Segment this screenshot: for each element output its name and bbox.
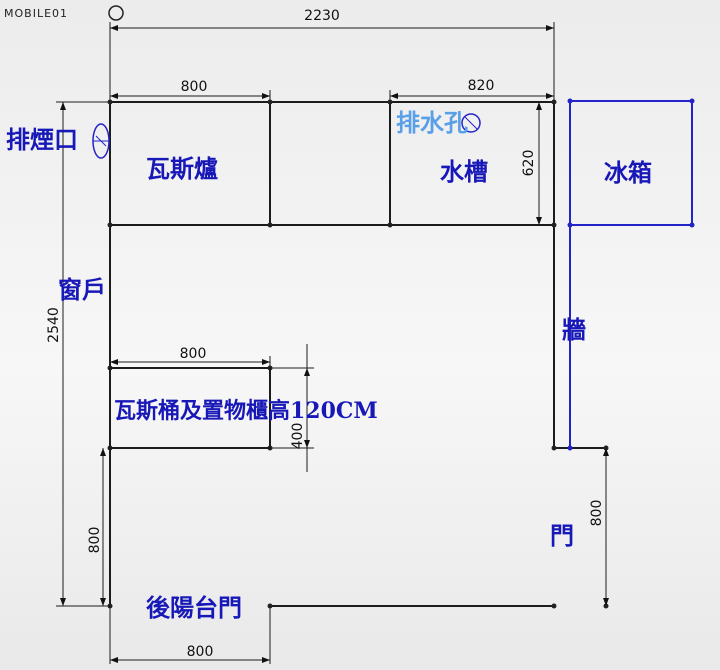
dim-door-text: 800: [589, 500, 605, 527]
dim-bottom-opening-text: 800: [187, 644, 214, 660]
label-sink: 水槽: [440, 157, 488, 186]
dim-total-depth-text: 2540: [46, 307, 62, 343]
watermark-logo: MOBILE01: [4, 5, 124, 21]
dim-stove-width: 800: [110, 79, 271, 102]
label-window: 窗戶: [58, 275, 106, 304]
dim-cabinet-depth-text: 400: [290, 423, 306, 450]
label-stove: 瓦斯爐: [146, 154, 218, 183]
label-wall: 牆: [562, 315, 586, 344]
dim-door: 800: [589, 448, 609, 606]
dim-cabinet-width-text: 800: [180, 346, 207, 362]
dim-sink-width: 820: [389, 78, 554, 102]
label-fridge: 冰箱: [604, 158, 652, 187]
exhaust-icon: [92, 123, 110, 159]
dim-counter-depth-text: 620: [521, 150, 537, 177]
watermark-text: MOBILE01: [4, 7, 68, 20]
logo-circle-icon: [108, 5, 124, 21]
label-cabinet: 瓦斯桶及置物櫃高120CM: [114, 398, 378, 424]
label-drain: 排水孔: [396, 108, 468, 137]
dim-sink-width-text: 820: [468, 78, 495, 94]
fridge-outline: [567, 98, 695, 451]
dim-counter-depth: 620: [521, 102, 542, 225]
cabinet: 400 800: [109, 344, 314, 472]
drain-icon: [461, 113, 481, 133]
dim-total-width: 2230: [109, 8, 555, 102]
dim-stove-width-text: 800: [181, 79, 208, 95]
dim-bottom-opening: 800: [109, 606, 271, 664]
label-door: 門: [550, 521, 574, 550]
dim-total-depth: 2540: [46, 101, 110, 607]
dim-lower-left-text: 800: [87, 527, 103, 554]
label-exhaust: 排煙口: [6, 125, 78, 154]
dim-lower-left: 800: [87, 448, 106, 606]
dim-total-width-text: 2230: [304, 8, 340, 24]
label-back-door: 後陽台門: [146, 593, 242, 622]
